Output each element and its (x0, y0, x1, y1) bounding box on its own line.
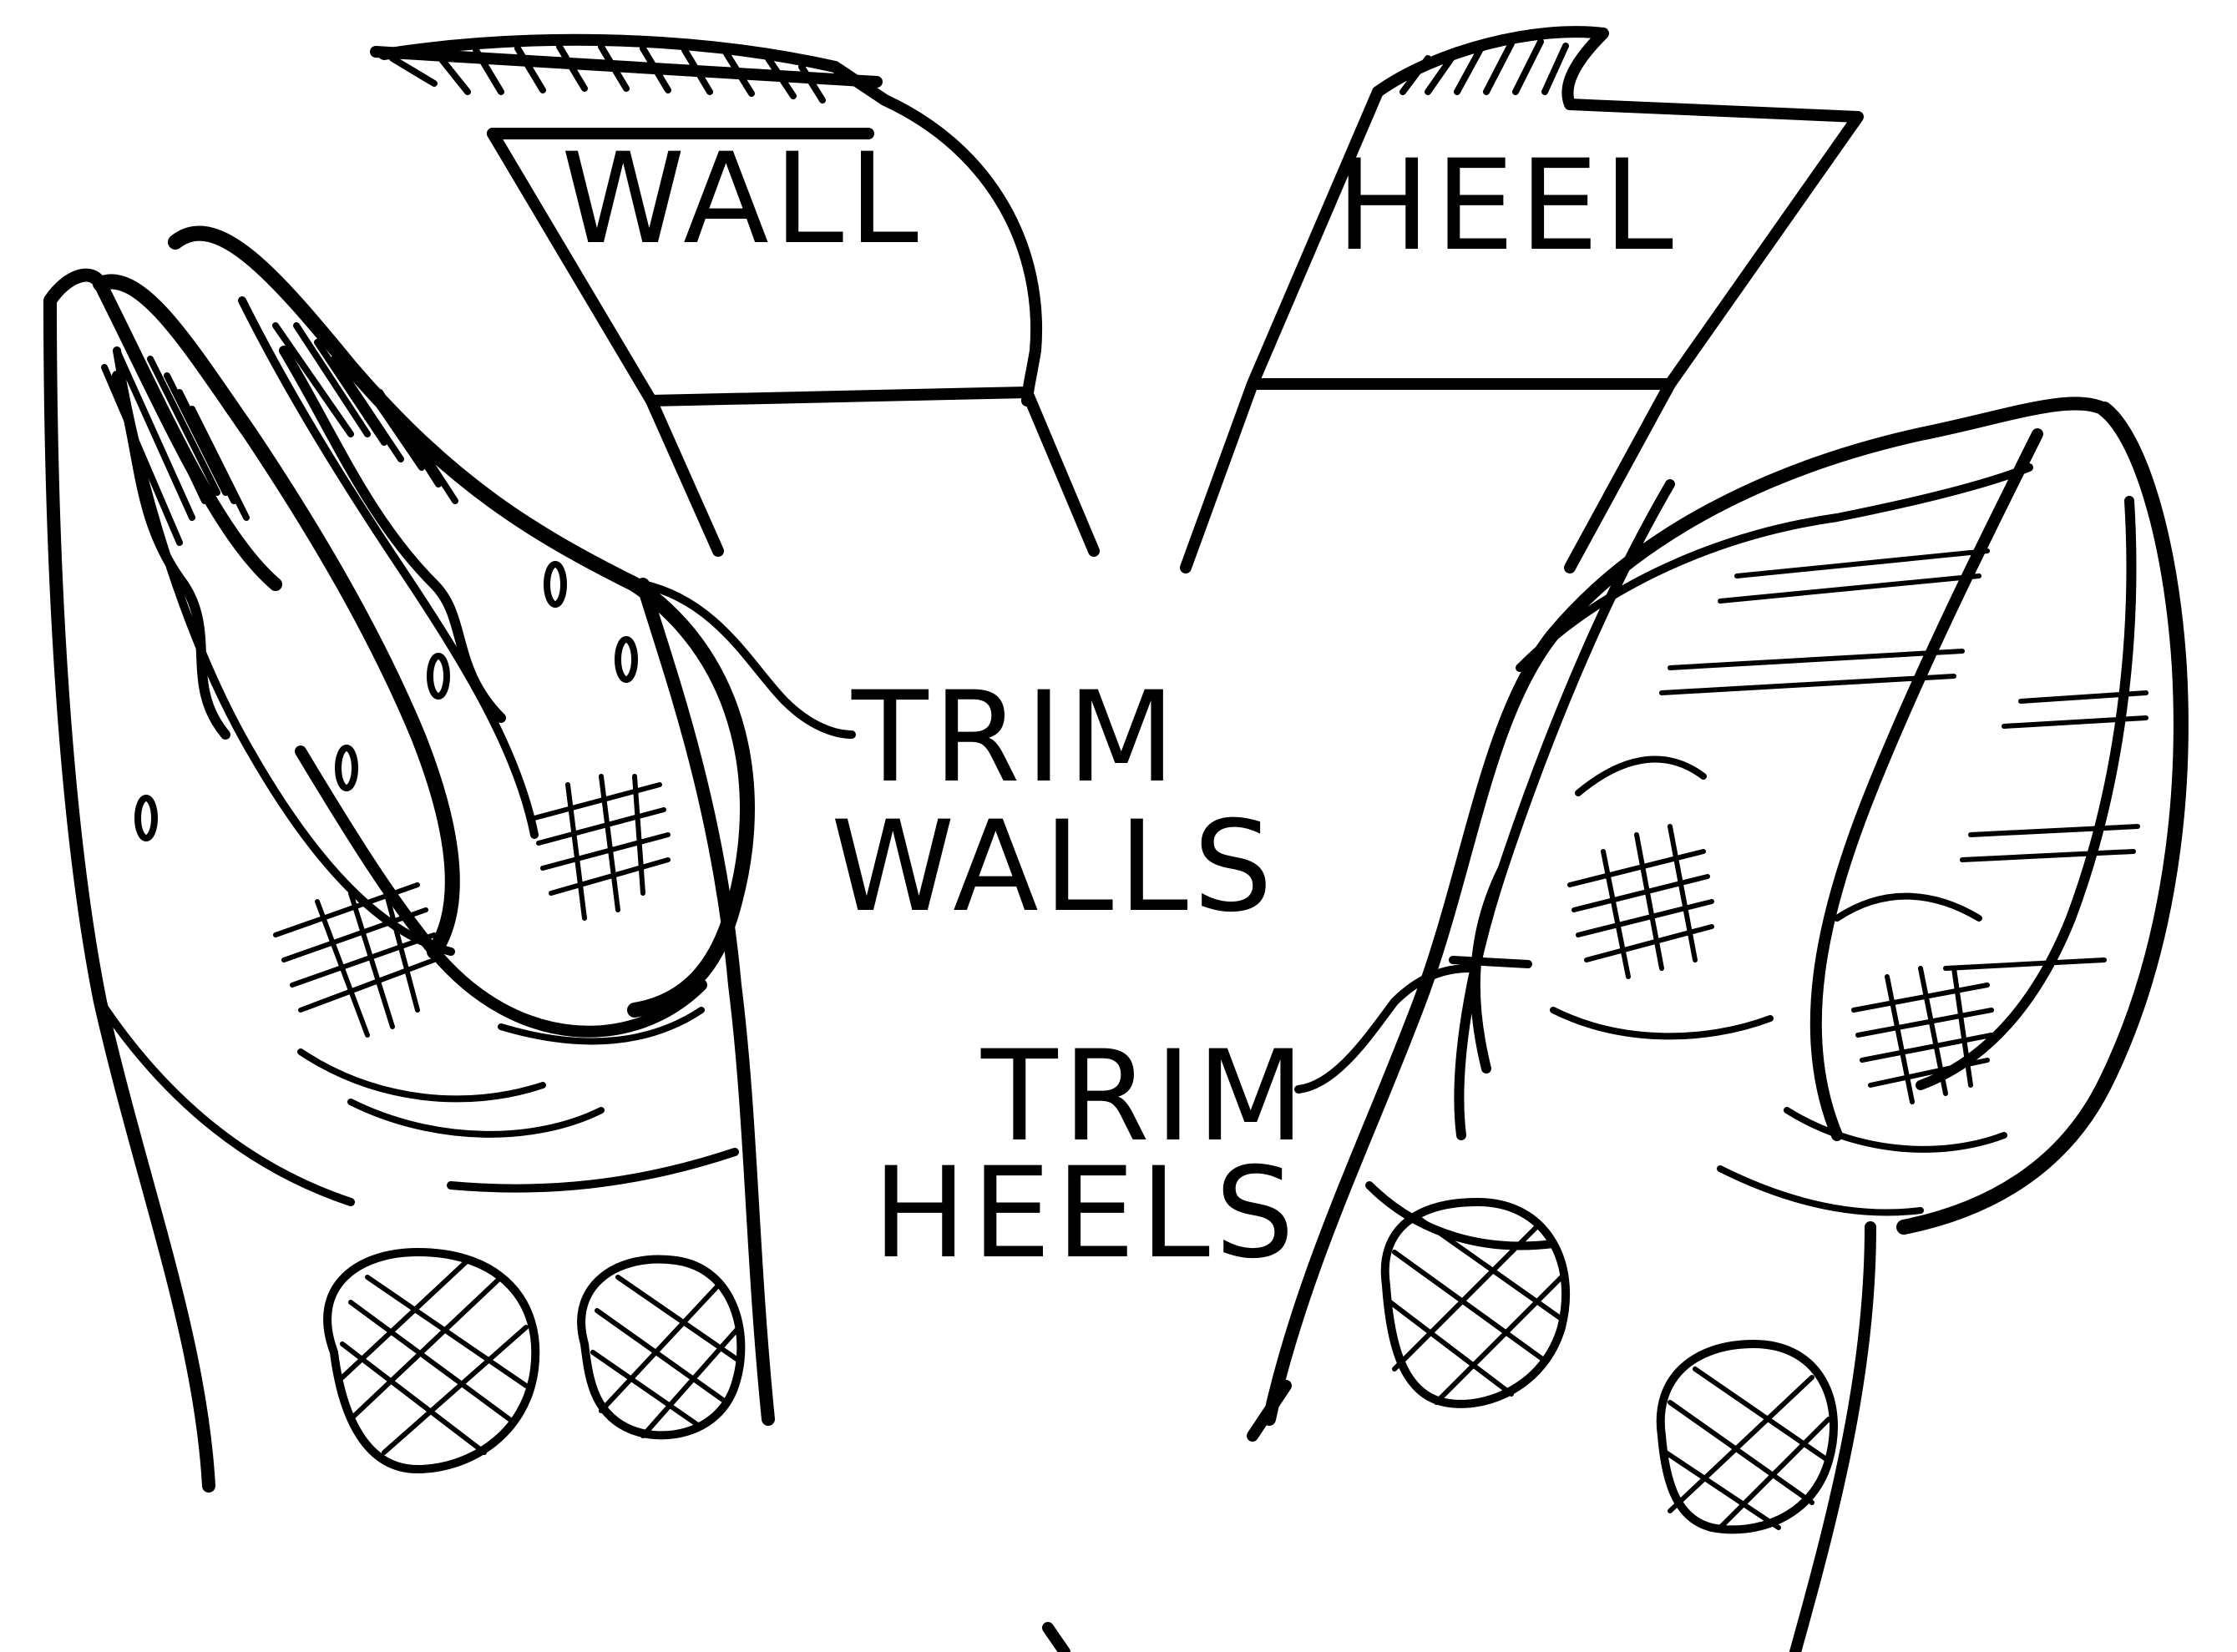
right-hoof (1253, 403, 2181, 1652)
trim-walls-label-line1: TRIM (851, 665, 1181, 811)
trim-heels-label-line2: HEELS (873, 1141, 1299, 1286)
wall-label: WALL (561, 127, 924, 272)
trim-walls-label-line2: WALLS (831, 795, 1278, 940)
wall-callout: WALL (376, 40, 1094, 551)
heel-label: HEEL (1336, 134, 1678, 279)
trim-heels-callout: TRIM HEELS (873, 968, 1470, 1286)
ink-mark (1048, 1628, 1065, 1652)
